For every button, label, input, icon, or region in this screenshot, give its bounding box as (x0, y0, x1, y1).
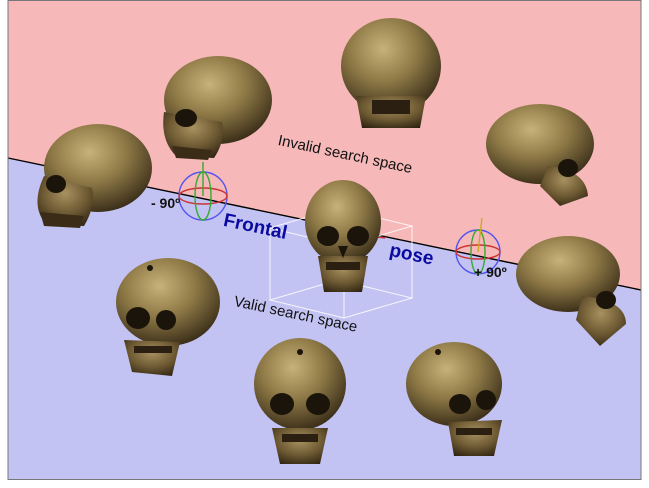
angle-left-label: - 90º (151, 195, 180, 211)
angle-right-label: + 90º (474, 264, 507, 280)
